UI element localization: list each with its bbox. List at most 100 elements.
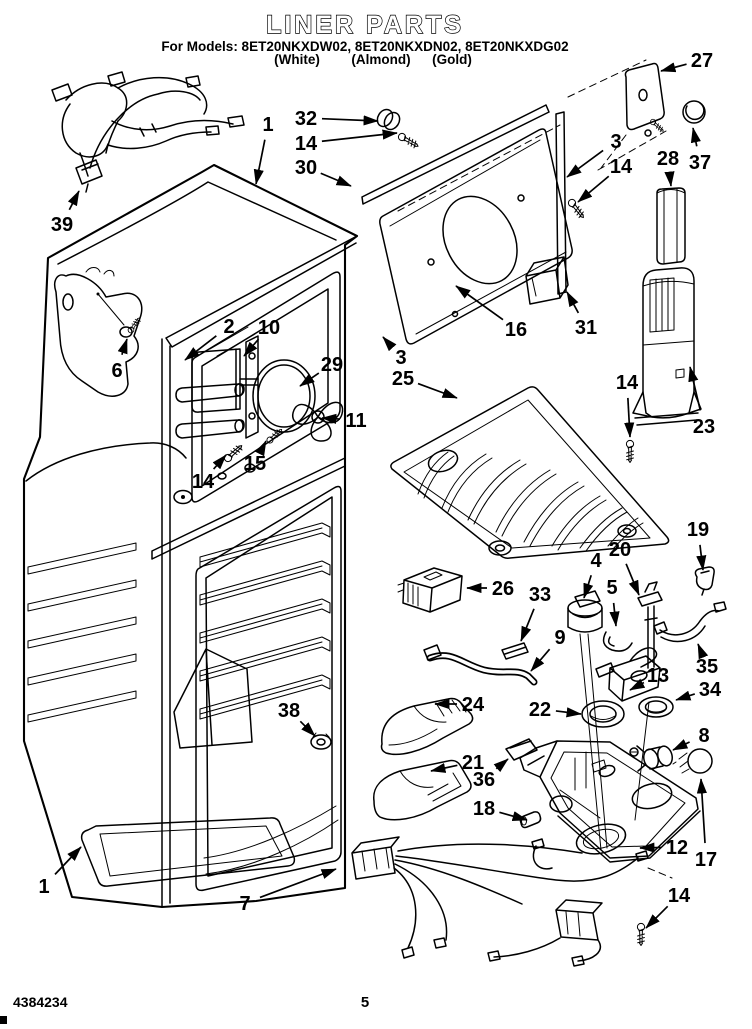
callout-leader-8 bbox=[672, 739, 690, 751]
bowl-washer bbox=[638, 696, 674, 718]
models-line: For Models: 8ET20NKXDW02, 8ET20NKXDN02, … bbox=[161, 39, 568, 54]
shelf-rails bbox=[199, 522, 331, 720]
access-plate bbox=[624, 62, 706, 137]
fan-motor bbox=[191, 348, 241, 413]
callout-number-6: 6 bbox=[111, 360, 122, 382]
shelf-panel bbox=[390, 386, 670, 559]
light-bulb bbox=[672, 748, 713, 774]
callout-number-14: 14 bbox=[616, 372, 639, 394]
callout-number-18: 18 bbox=[473, 798, 495, 820]
callout-number-1: 1 bbox=[38, 876, 49, 898]
callout-number-12: 12 bbox=[666, 837, 688, 859]
bottom-screw bbox=[636, 922, 646, 946]
header: LINER PARTS For Models: 8ET20NKXDW02, 8E… bbox=[161, 10, 568, 67]
callout-number-14: 14 bbox=[192, 471, 215, 493]
callout-leader-31 bbox=[566, 291, 580, 314]
callout-leader-5 bbox=[609, 602, 620, 627]
mounting-bracket bbox=[54, 267, 143, 397]
crisper-hump bbox=[173, 648, 253, 749]
callout-leader-37 bbox=[690, 127, 701, 147]
callout-leader-17 bbox=[696, 778, 707, 844]
foam-duct-upper bbox=[380, 697, 474, 756]
harness-connector bbox=[51, 83, 73, 102]
callout-leader-3 bbox=[566, 149, 604, 178]
callout-leader-14 bbox=[577, 175, 610, 203]
callout-number-28: 28 bbox=[657, 148, 679, 170]
clip-19 bbox=[694, 566, 715, 596]
callout-leader-3 bbox=[382, 336, 397, 352]
callout-leader-1 bbox=[253, 139, 266, 185]
callout-number-14: 14 bbox=[610, 156, 633, 178]
callout-number-39: 39 bbox=[51, 214, 73, 236]
callout-leader-14 bbox=[624, 397, 635, 438]
side-vent-slats bbox=[27, 542, 137, 723]
callout-number-2: 2 bbox=[223, 316, 234, 338]
defrost-timer bbox=[397, 567, 463, 613]
callout-number-3: 3 bbox=[395, 347, 406, 369]
callout-number-29: 29 bbox=[321, 354, 343, 376]
callout-leader-30 bbox=[320, 172, 352, 187]
callout-number-13: 13 bbox=[647, 665, 669, 687]
callout-number-21: 21 bbox=[462, 752, 484, 774]
bracket-screw bbox=[126, 315, 143, 335]
cabinet-base bbox=[80, 817, 296, 887]
callout-number-8: 8 bbox=[698, 725, 709, 747]
callout-leader-11 bbox=[321, 413, 341, 424]
callout-leader-21 bbox=[430, 762, 458, 773]
callout-leader-16 bbox=[455, 285, 504, 321]
document-number: 4384234 bbox=[13, 994, 68, 1010]
callout-leader-4 bbox=[583, 575, 594, 599]
callout-leader-9 bbox=[530, 648, 551, 672]
page-edge-mark bbox=[0, 1016, 7, 1024]
callout-number-10: 10 bbox=[258, 317, 280, 339]
callout-leader-7 bbox=[259, 868, 337, 899]
liner-front-edge bbox=[161, 338, 171, 907]
callout-leader-10 bbox=[243, 338, 260, 357]
clip-5 bbox=[602, 631, 633, 652]
bracket-35 bbox=[653, 601, 727, 643]
cover-screw bbox=[396, 131, 421, 151]
callout-leader-22 bbox=[555, 707, 582, 718]
callout-number-9: 9 bbox=[554, 627, 565, 649]
callout-number-4: 4 bbox=[590, 550, 602, 572]
callout-leader-13 bbox=[629, 678, 646, 691]
callout-leader-33 bbox=[520, 608, 535, 642]
page-title: LINER PARTS bbox=[266, 11, 464, 39]
finish-gold: (Gold) bbox=[432, 52, 472, 67]
fan-shroud bbox=[252, 359, 316, 433]
callout-leader-29 bbox=[299, 372, 320, 387]
callout-number-7: 7 bbox=[239, 893, 250, 915]
finish-almond: (Almond) bbox=[351, 52, 410, 67]
callout-number-25: 25 bbox=[392, 368, 414, 390]
callout-leader-1 bbox=[54, 846, 82, 875]
callout-leader-38 bbox=[299, 720, 316, 737]
callout-number-34: 34 bbox=[699, 679, 722, 701]
callout-number-37: 37 bbox=[689, 152, 711, 174]
callout-number-14: 14 bbox=[295, 133, 318, 155]
callout-number-31: 31 bbox=[575, 317, 597, 339]
callout-leader-28 bbox=[664, 171, 675, 187]
callout-leader-14 bbox=[212, 454, 227, 470]
callout-leader-36 bbox=[493, 758, 509, 773]
retainer-ring bbox=[581, 700, 625, 728]
diagram-line-art bbox=[0, 59, 727, 1024]
callout-number-19: 19 bbox=[687, 519, 709, 541]
callout-leader-15 bbox=[254, 440, 267, 457]
callout-leader-6 bbox=[117, 338, 128, 356]
callout-number-30: 30 bbox=[295, 157, 317, 179]
lamp-opening bbox=[575, 823, 627, 855]
callout-leader-39 bbox=[67, 190, 80, 211]
holder-rod-bracket bbox=[595, 581, 663, 821]
callout-leader-35 bbox=[697, 643, 709, 660]
finish-white: (White) bbox=[274, 52, 320, 67]
callout-number-36: 36 bbox=[473, 769, 495, 791]
fresh-food-opening bbox=[195, 485, 342, 892]
side-trim-strip bbox=[555, 111, 567, 295]
callout-number-14: 14 bbox=[668, 885, 691, 907]
callout-number-27: 27 bbox=[691, 50, 713, 72]
trim-screw bbox=[566, 197, 587, 221]
cabinet-liner bbox=[22, 163, 359, 909]
foam-duct-lower bbox=[373, 759, 472, 821]
